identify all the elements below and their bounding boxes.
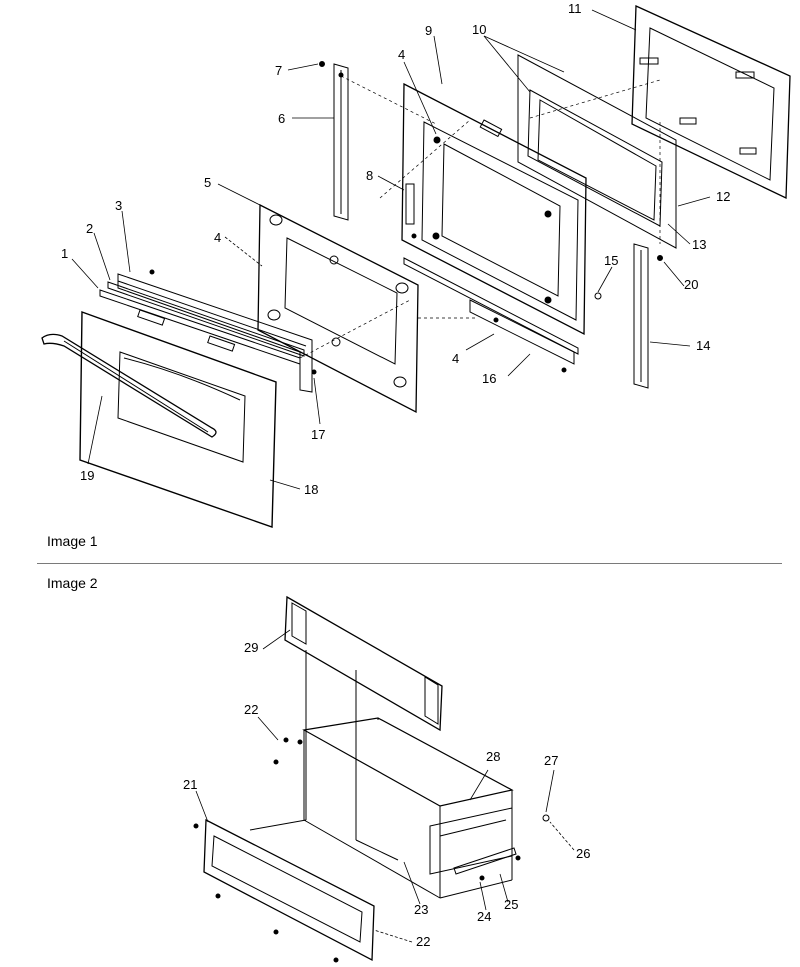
callout-label: 4: [398, 47, 406, 62]
callout-label: 25: [504, 897, 519, 912]
drawer-front-part-21: [204, 820, 374, 960]
leader-lines-image2: [196, 630, 574, 942]
screws-image2: [194, 738, 549, 962]
callout-label: 16: [482, 371, 497, 386]
inner-door-frame-part-9: [402, 84, 586, 334]
callout-label: 11: [568, 1, 582, 16]
callout-label: 22: [416, 934, 431, 949]
callout-label: 4: [214, 230, 222, 245]
callout-label: 18: [304, 482, 319, 497]
callout-label: 23: [414, 902, 429, 917]
callout-label: 10: [472, 22, 487, 37]
back-panel-part-29: [285, 597, 442, 730]
callout-label: 21: [183, 777, 198, 792]
callout-label: 5: [204, 175, 212, 190]
glass-panes-part-10-13: [518, 55, 676, 248]
callout-label: 13: [692, 237, 707, 252]
callout-label: 2: [86, 221, 94, 236]
slide-rail-part-25: [454, 848, 516, 874]
callout-label: 1: [61, 246, 69, 261]
callout-label: 26: [576, 846, 591, 861]
door-liner-part-5: [258, 205, 418, 412]
hinge-channel-part-14: [634, 244, 648, 388]
drawer-body-part-23: [250, 650, 512, 898]
section-divider: [37, 563, 782, 564]
screws-image1: [150, 62, 663, 375]
bottom-channel-part-16: [404, 258, 578, 364]
callout-label: 19: [80, 468, 95, 483]
callout-label: 4: [452, 351, 460, 366]
caption-image-2: Image 2: [47, 575, 98, 591]
callout-label: 7: [275, 63, 283, 78]
top-channel-part-3: [118, 274, 312, 392]
bracket-part-8: [406, 184, 414, 224]
callout-label: 9: [425, 23, 433, 38]
callout-label: 17: [311, 427, 326, 442]
window-frame-part-11: [632, 6, 790, 198]
callout-label: 20: [684, 277, 699, 292]
callout-label: 27: [544, 753, 559, 768]
callout-label: 28: [486, 749, 501, 764]
door-handle-part-19: [42, 334, 216, 437]
caption-image-1: Image 1: [47, 533, 98, 549]
callout-label: 3: [115, 198, 123, 213]
callout-label: 24: [477, 909, 492, 924]
callout-label: 12: [716, 189, 731, 204]
outer-door-panel-part-18: [80, 312, 276, 527]
callout-label: 8: [366, 168, 374, 183]
leader-lines-image1: [72, 10, 710, 489]
trim-strips-part-1-2: [100, 282, 304, 364]
hinge-channel-part-6: [334, 64, 348, 220]
callout-label: 22: [244, 702, 259, 717]
callout-label: 29: [244, 640, 259, 655]
callout-label: 6: [278, 111, 286, 126]
callout-label: 15: [604, 253, 619, 268]
callout-label: 14: [696, 338, 711, 353]
side-panel-part-28: [430, 808, 512, 874]
alignment-lines-image1: [300, 76, 660, 358]
